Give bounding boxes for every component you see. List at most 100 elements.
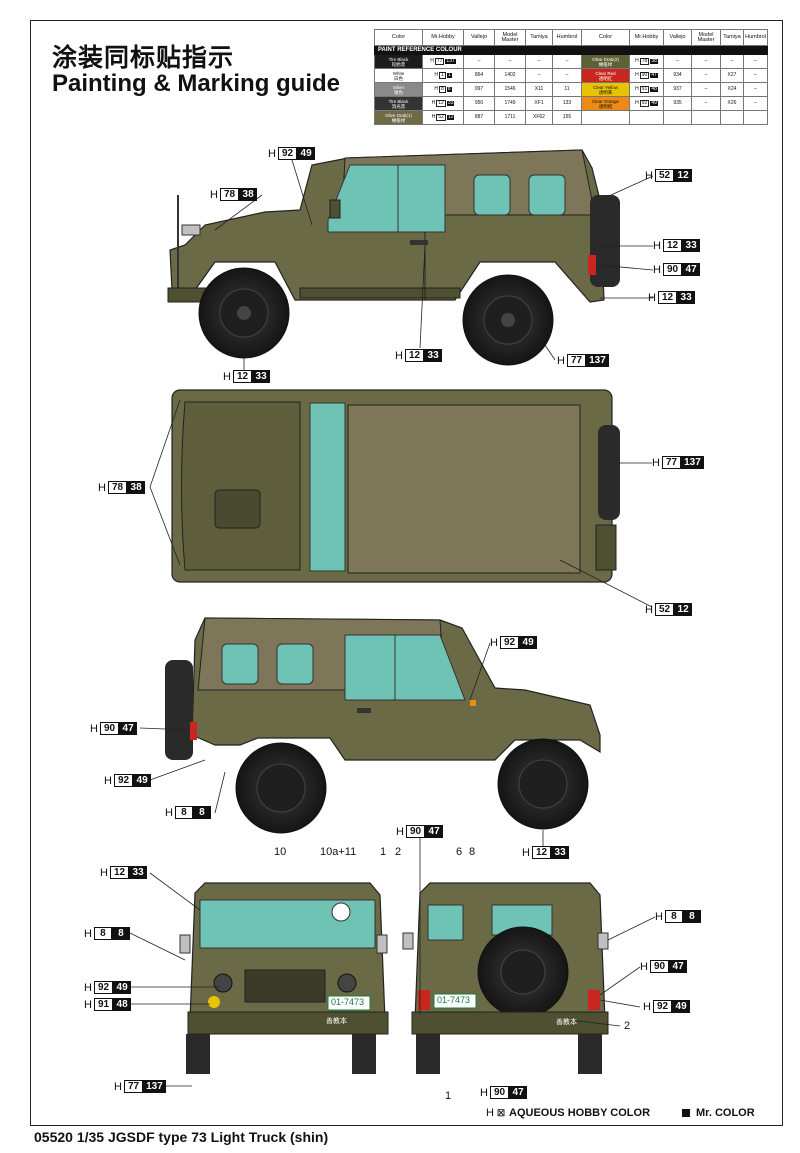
mr-color-code: 33 — [129, 866, 148, 879]
decal-number-rear-2: 2 — [624, 1020, 631, 1032]
color-name: White — [392, 70, 405, 76]
hobby-code: 52 — [436, 114, 446, 121]
mr-color-code: 137 — [681, 456, 704, 469]
hobby-code: 90 — [662, 263, 683, 276]
color-name-cn: 橄榄绿 — [391, 117, 406, 123]
hobby-code: 12 — [109, 866, 130, 879]
rear-license-plate: 01-7473 — [437, 995, 471, 1005]
hobby-code: 52 — [654, 169, 675, 182]
mr-color-code: 8 — [446, 86, 452, 92]
hobby-code: 77 — [566, 354, 587, 367]
decal-number-1: 1 — [380, 846, 387, 858]
hobby-code: 8 — [174, 806, 193, 819]
mr-color-code: 33 — [446, 100, 455, 106]
legend-aqueous-label: AQUEOUS HOBBY COLOR — [509, 1107, 651, 1119]
black-square-icon — [682, 1109, 690, 1117]
color-swatch: Olive Drab(2)橄榄绿 — [581, 54, 630, 69]
hobby-code: 92 — [499, 636, 520, 649]
crossed-box-icon: ☒ — [496, 1107, 506, 1118]
hobby-code: 1 — [439, 72, 446, 79]
mr-color-code: 8 — [111, 927, 130, 940]
color-name: Silver — [392, 84, 405, 90]
mr-color-code: 47 — [650, 72, 658, 78]
color-name-cn: 透明红 — [598, 75, 613, 81]
color-name-cn: 白色 — [394, 75, 403, 81]
mr-color-code: 49 — [672, 1000, 691, 1013]
mr-color-code: 47 — [425, 825, 444, 838]
aqueous-marker: H — [486, 1107, 494, 1119]
humbrol-code: – — [743, 68, 768, 83]
color-name: Olive Drab(2) — [592, 56, 619, 62]
mr-color-code: 33 — [252, 370, 271, 383]
hobby-code: 90 — [405, 825, 426, 838]
decal-number-6: 6 — [456, 846, 463, 858]
mr-color-code: 33 — [424, 349, 443, 362]
hobby-code: 78 — [107, 481, 128, 494]
page-title: Painting & Marking guide — [52, 70, 341, 97]
mr-color-code: 33 — [551, 846, 570, 859]
top-view — [171, 389, 620, 583]
mr-color-code: 47 — [682, 263, 701, 276]
mr-color-code: 49 — [519, 636, 538, 649]
hobby-code: 78 — [219, 188, 240, 201]
color-name-cn: 消光黑 — [391, 103, 406, 109]
color-name: Olive Drab(1) — [385, 112, 412, 118]
page-frame — [30, 20, 783, 1126]
hobby-code: 90 — [639, 72, 650, 79]
tamiya-code: XF62 — [525, 110, 553, 125]
front-unit-marking: 善教本 — [326, 1018, 347, 1025]
hobby-code: 92 — [639, 100, 650, 107]
hobby-code: 8 — [664, 910, 683, 923]
front-license-plate: 01-7473 — [331, 997, 365, 1007]
hobby-code: 12 — [531, 846, 552, 859]
hobby-code: 12 — [436, 100, 446, 107]
hobby-code: 90 — [489, 1086, 510, 1099]
mr-color-code: 47 — [119, 722, 138, 735]
hobby-code: 77 — [661, 456, 682, 469]
hobby-code: 90 — [99, 722, 120, 735]
mr-color-code: 49 — [133, 774, 152, 787]
hobby-code: 92 — [652, 1000, 673, 1013]
mr-color-code: 137 — [445, 58, 456, 64]
color-name: Clear Orange — [591, 98, 619, 104]
rear-unit-marking: 善教本 — [556, 1019, 577, 1026]
callout-leader-lines — [129, 159, 656, 1087]
mr-color-code: 47 — [669, 960, 688, 973]
color-name-cn: 透明橙 — [598, 103, 613, 109]
hobby-code: 91 — [639, 86, 650, 93]
mr-color-code: 33 — [677, 291, 696, 304]
decal-number-2: 2 — [395, 846, 402, 858]
hobby-code: 77 — [434, 58, 445, 65]
humbrol-code: 155 — [552, 110, 582, 125]
color-name-cn: 透明黄 — [598, 89, 613, 95]
mr-color-code: 12 — [674, 603, 693, 616]
vallejo-code: 887 — [463, 110, 495, 125]
legend-mr-color-label: Mr. COLOR — [696, 1107, 755, 1119]
hobby-code: 90 — [649, 960, 670, 973]
hobby-code: 92 — [93, 981, 114, 994]
mr-color-code: 38 — [650, 58, 658, 64]
color-name-cn: 银色 — [394, 89, 403, 95]
front-view — [179, 882, 389, 1074]
mr-color-code: 1 — [446, 72, 452, 78]
